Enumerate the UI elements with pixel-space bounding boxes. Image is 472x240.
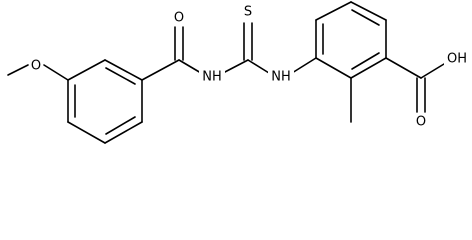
bond-nh-thiocarbon — [222, 59, 249, 74]
amide-oxygen-label: O — [174, 11, 184, 26]
amide-nh-label: NH — [202, 70, 222, 85]
bond-methoxy-o-ring — [43, 64, 69, 81]
thiourea-nh-label: NH — [271, 70, 291, 85]
bond-thiocarbon-nh — [247, 59, 270, 74]
bond-ring-carboxyl — [385, 57, 422, 79]
bond-ring-carbonyl — [141, 59, 180, 81]
carboxyl-oxygen-label: O — [416, 115, 426, 130]
carboxyl-oh-label: OH — [447, 52, 467, 67]
right-benzene-ring — [315, 1, 387, 79]
bonds — [7, 1, 445, 144]
thiocarbonyl-sulfur-label: S — [244, 5, 252, 20]
atom-labels: O O NH S NH OH O — [29, 4, 470, 130]
structure-diagram: O O NH S NH OH O — [7, 1, 470, 144]
bond-carbonyl-nh — [178, 59, 202, 74]
methoxy-oxygen-label: O — [31, 59, 41, 74]
left-benzene-ring — [67, 59, 143, 144]
chemical-structure: O O NH S NH OH O — [7, 1, 470, 144]
bond-carboxyl-oh — [420, 63, 445, 79]
bond-methoxy-methyl — [7, 64, 29, 76]
bond-nh-ring — [291, 57, 317, 74]
